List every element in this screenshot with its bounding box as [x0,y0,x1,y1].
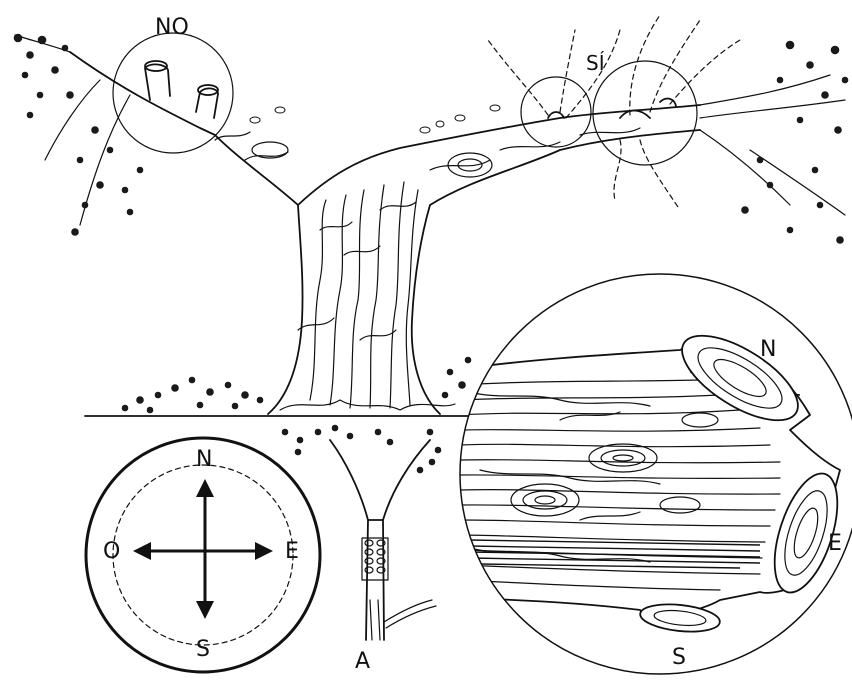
bad-cut-stubs [145,61,218,118]
compass: N S O E [86,438,320,672]
sapling: A [282,425,441,674]
compass-arrow-south [196,601,214,619]
compass-arrow-west [133,542,151,560]
compass-arrow-east [255,542,273,560]
sapling-label: A [355,649,370,674]
compass-label-s: S [196,637,210,662]
sapling-leaves [282,425,441,473]
compass-label-e: E [285,539,299,564]
detail-label-n: N [760,337,776,362]
compass-arrow-north [196,479,214,497]
bad-cut-label: NO [155,15,189,40]
compass-label-n: N [196,447,212,472]
detail-label-s: S [672,645,686,670]
foliage [14,34,848,244]
compass-label-o: O [103,539,120,564]
detail-label-e: E [828,531,842,556]
good-cut-label: SÍ [586,51,605,75]
detail-magnified-cut: N E S [455,274,852,674]
